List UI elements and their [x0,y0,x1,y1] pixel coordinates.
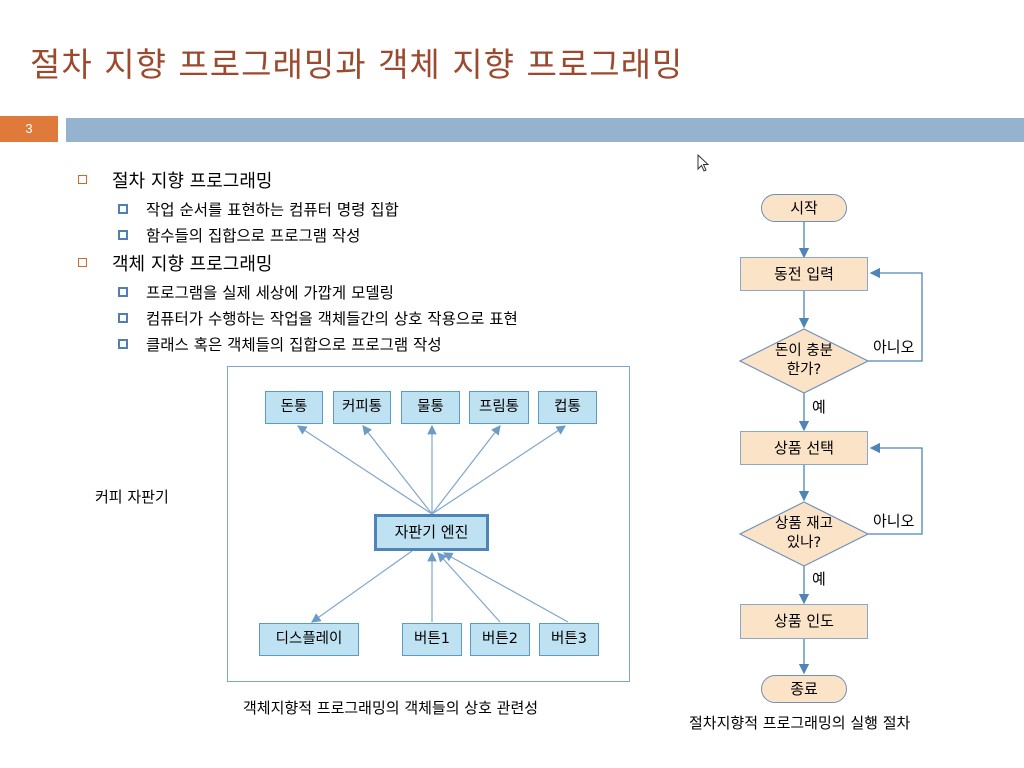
sub-bullet-text: 클래스 혹은 객체들의 집합으로 프로그램 작성 [146,336,442,354]
coffee-box: 커피통 [333,391,391,424]
cream-box: 프림통 [469,391,529,424]
no-label: 아니오 [873,512,915,530]
cup-box: 컵통 [538,391,597,424]
flowchart-caption: 절차지향적 프로그래밍의 실행 절차 [689,714,911,732]
square-bullet-icon [118,339,128,349]
sub-bullet-text: 함수들의 집합으로 프로그램 작성 [146,227,361,245]
sub-bullet-text: 작업 순서를 표현하는 컴퓨터 명령 집합 [146,201,399,219]
oop-diagram-caption: 객체지향적 프로그래밍의 객체들의 상호 관련성 [243,699,539,717]
square-bullet-icon [78,258,87,267]
bullet-label: 객체 지향 프로그래밍 [112,254,273,275]
mouse-cursor-icon [697,154,710,172]
sub-bullet-text: 프로그램을 실제 세상에 가깝게 모델링 [146,284,394,302]
square-bullet-icon [118,230,128,240]
product-select-box: 상품 선택 [740,431,868,465]
decision-diamond-1 [738,328,870,394]
square-bullet-icon [118,287,128,297]
square-bullet-icon [118,204,128,214]
money-box: 돈통 [265,391,323,424]
start-terminal: 시작 [761,194,847,222]
slide-title: 절차 지향 프로그래밍과 객체 지향 프로그래밍 [30,45,684,84]
button3-box: 버튼3 [539,623,599,656]
title-underline-bar [66,118,1024,142]
oop-diagram-frame: 돈통 커피통 물통 프림통 컵통 자판기 엔진 디스플레이 버튼1 버튼2 버튼… [227,366,630,682]
coffee-machine-label: 커피 자판기 [95,488,169,506]
yes-label: 예 [812,570,826,588]
square-bullet-icon [78,175,87,184]
decision1-text: 돈이 충분 한가? [775,343,833,378]
square-bullet-icon [118,313,128,323]
page-number-badge: 3 [0,116,58,142]
product-deliver-box: 상품 인도 [740,604,868,639]
display-box: 디스플레이 [259,623,359,656]
end-terminal: 종료 [761,675,847,703]
bullet-label: 절차 지향 프로그래밍 [112,171,273,192]
button2-box: 버튼2 [470,623,530,656]
button1-box: 버튼1 [402,623,462,656]
oop-connectors [296,424,569,623]
coin-input-box: 동전 입력 [740,257,868,291]
yes-label: 예 [812,398,826,416]
water-box: 물통 [401,391,460,424]
no-label: 아니오 [873,338,915,356]
sub-bullet-text: 컴퓨터가 수행하는 작업을 객체들간의 상호 작용으로 표현 [146,310,518,328]
decision2-text: 상품 재고 있나? [775,516,833,551]
decision-diamond-2 [738,501,870,567]
vending-engine-box: 자판기 엔진 [374,514,489,551]
